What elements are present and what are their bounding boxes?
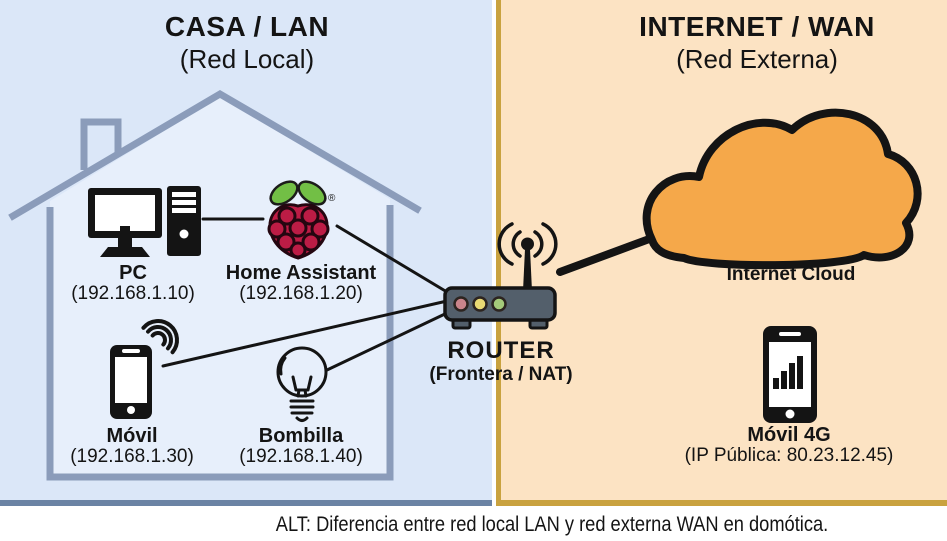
leaf-right	[297, 180, 327, 206]
movil-ip: (192.168.1.30)	[70, 446, 194, 467]
router-led-red	[453, 296, 469, 312]
cloud-label: Internet Cloud	[726, 264, 856, 285]
wan-title: INTERNET / WAN	[639, 11, 875, 42]
router-label: ROUTER	[447, 337, 555, 364]
lan-links	[161, 217, 449, 372]
router-sublabel: (Frontera / NAT)	[429, 364, 573, 385]
wifi-icon	[141, 319, 179, 355]
internet-cloud-icon	[642, 108, 922, 270]
home-assistant-icon	[267, 180, 330, 260]
router-led-green	[491, 296, 507, 312]
home-assistant-label: Home Assistant	[225, 262, 377, 284]
lan-subtitle: (Red Local)	[179, 44, 315, 74]
movil-icon	[110, 319, 179, 419]
wan-subtitle: (Red Externa)	[676, 44, 838, 74]
pc-icon	[88, 186, 201, 257]
pc-label: PC	[119, 262, 147, 284]
signal-bars-icon	[773, 356, 803, 389]
lan-title: CASA / LAN	[164, 11, 330, 42]
bombilla-label: Bombilla	[258, 425, 344, 447]
router-led-yellow	[472, 296, 488, 312]
pc-ip: (192.168.1.10)	[71, 283, 195, 304]
movil-label: Móvil	[106, 425, 158, 447]
movil-4g-ip: (IP Pública: 80.23.12.45)	[684, 445, 894, 466]
movil-4g-icon	[763, 326, 817, 423]
registered-mark: ®	[328, 193, 336, 204]
bombilla-icon	[276, 346, 328, 422]
movil-4g-label: Móvil 4G	[747, 424, 831, 446]
alt-caption: ALT: Diferencia entre red local LAN y re…	[275, 513, 829, 536]
wan-link	[556, 234, 656, 276]
bombilla-ip: (192.168.1.40)	[239, 446, 363, 467]
router-icon	[443, 222, 558, 330]
leaf-left	[269, 180, 299, 206]
home-assistant-ip: (192.168.1.20)	[239, 283, 363, 304]
